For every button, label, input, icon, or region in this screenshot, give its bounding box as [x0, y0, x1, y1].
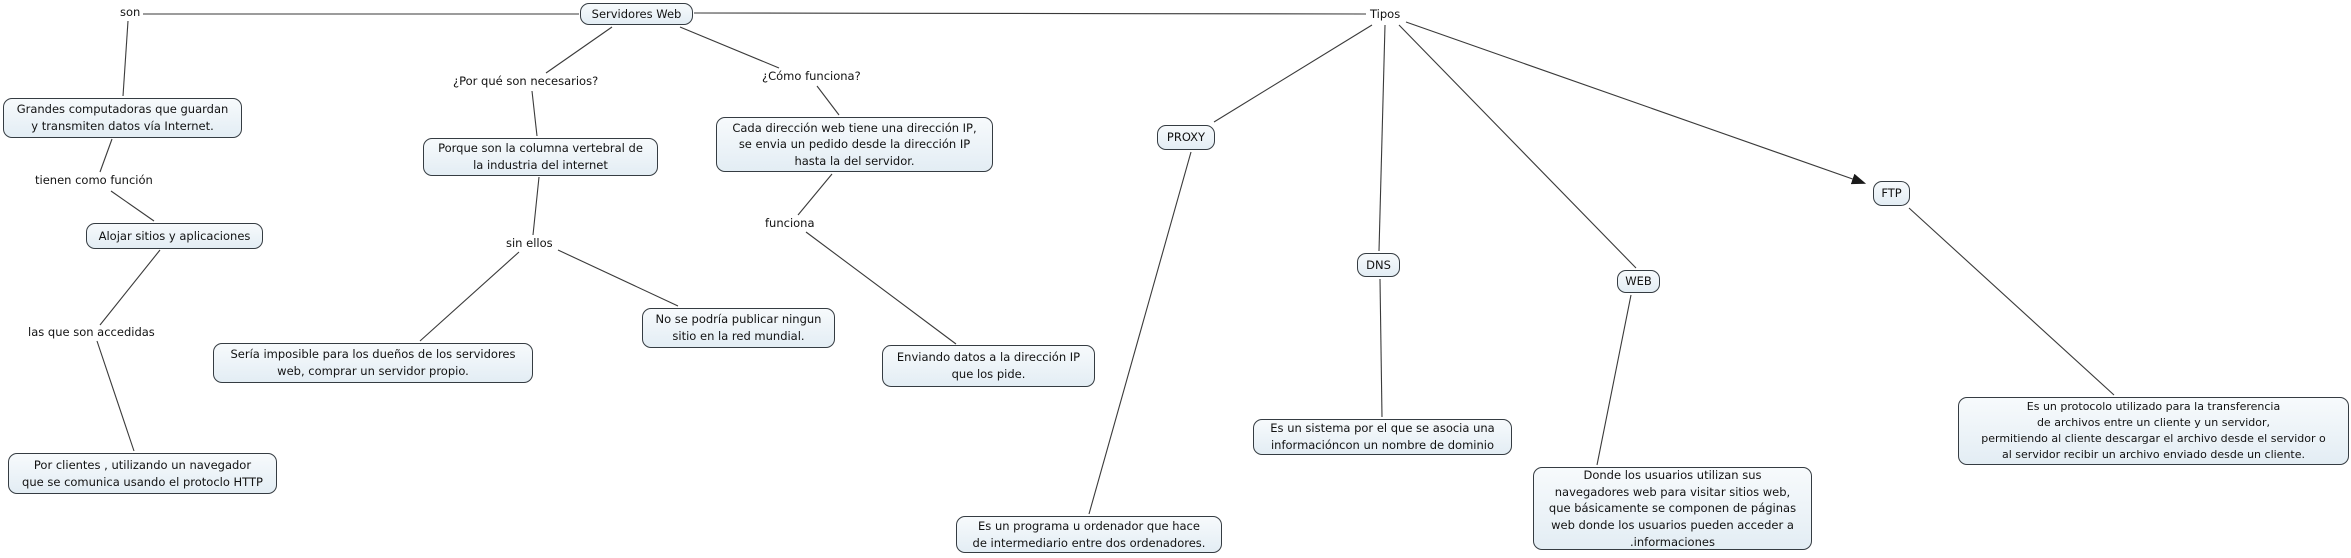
edge-servidores-to-comofunciona	[679, 26, 780, 69]
edge-accedidas-to-clientes	[96, 340, 135, 452]
linking-phrase-tienen-como-funcion[interactable]: tienen como función	[35, 173, 153, 187]
edge-servidores-to-necesarios	[545, 26, 613, 74]
edge-servidores-to-tipos	[693, 12, 1367, 15]
linking-phrase-son[interactable]: son	[120, 5, 141, 19]
concept-es-un-sistema[interactable]: Es un sistema por el que se asocia una i…	[1253, 419, 1512, 455]
concept-seria-imposible[interactable]: Sería imposible para los dueños de los s…	[213, 343, 533, 383]
concept-proxy[interactable]: PROXY	[1157, 125, 1215, 150]
concept-enviando-datos[interactable]: Enviando datos a la dirección IP que los…	[882, 345, 1095, 387]
edge-son-to-grandes	[122, 20, 129, 97]
edge-cada-to-funciona	[797, 173, 833, 216]
linking-phrase-tipos[interactable]: Tipos	[1370, 7, 1401, 21]
concept-alojar-sitios[interactable]: Alojar sitios y aplicaciones	[86, 223, 263, 249]
edge-ftp-to-protocolo	[1908, 207, 2115, 396]
linking-phrase-sin-ellos[interactable]: sin ellos	[506, 236, 553, 250]
linking-phrase-como-funciona[interactable]: ¿Cómo funciona?	[762, 69, 861, 83]
concept-ftp[interactable]: FTP	[1873, 181, 1910, 206]
edge-alojar-to-accedidas	[99, 249, 161, 326]
linking-phrase-funciona[interactable]: funciona	[765, 216, 815, 230]
concept-por-clientes[interactable]: Por clientes , utilizando un navegador q…	[8, 453, 277, 494]
edge-sinellos-to-seria	[419, 251, 520, 342]
edge-tipos-to-web	[1398, 24, 1637, 269]
edge-necesarios-to-porque	[531, 90, 538, 137]
concept-dns[interactable]: DNS	[1357, 253, 1400, 277]
linking-phrase-las-que-son-accedidas[interactable]: las que son accedidas	[28, 325, 155, 339]
edge-comofunciona-to-cada	[816, 85, 840, 116]
edge-porque-to-sinellos	[532, 176, 540, 236]
linking-phrase-por-que-son-necesarios[interactable]: ¿Por qué son necesarios?	[453, 74, 599, 88]
concept-es-un-programa[interactable]: Es un programa u ordenador que hace de i…	[956, 516, 1222, 553]
concept-donde-usuarios[interactable]: Donde los usuarios utilizan sus navegado…	[1533, 467, 1812, 550]
concept-cada-direccion[interactable]: Cada dirección web tiene una dirección I…	[716, 117, 993, 172]
edge-dns-to-sistema	[1379, 278, 1383, 418]
concept-no-se-podria[interactable]: No se podría publicar ningun sitio en la…	[642, 308, 835, 348]
concept-servidores-web[interactable]: Servidores Web	[580, 3, 693, 25]
edge-tienen-to-alojar	[110, 190, 155, 222]
edge-proxy-to-programa	[1088, 151, 1192, 515]
concept-web[interactable]: WEB	[1617, 270, 1660, 293]
edge-tipos-to-dns	[1378, 24, 1386, 252]
concept-es-un-protocolo[interactable]: Es un protocolo utilizado para la transf…	[1958, 397, 2349, 465]
edge-web-to-donde	[1596, 294, 1632, 466]
edge-grandes-to-tienen	[99, 138, 113, 173]
edge-tipos-to-proxy	[1213, 24, 1373, 123]
edge-sinellos-to-nosepodria	[557, 249, 679, 307]
concept-grandes-computadoras[interactable]: Grandes computadoras que guardan y trans…	[3, 98, 242, 138]
concept-porque-columna[interactable]: Porque son la columna vertebral de la in…	[423, 138, 658, 176]
edge-tipos-to-ftp-arrow	[1405, 21, 1867, 185]
edge-funciona-to-enviando	[805, 231, 957, 345]
